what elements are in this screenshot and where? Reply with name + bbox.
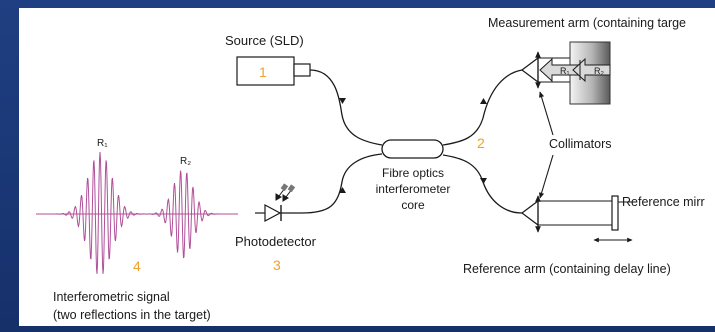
measurement-collimator <box>521 51 541 89</box>
peak-r2-label: R₂ <box>180 156 191 167</box>
reference-mirror <box>611 195 619 231</box>
source-label: Source (SLD) <box>225 33 304 48</box>
interferometer-core <box>381 139 444 159</box>
signal-label-line1: Interferometric signal <box>53 290 170 304</box>
measurement-arm-label: Measurement arm (containing targe <box>488 16 686 30</box>
arrow-up-icon <box>339 187 346 193</box>
photodetector <box>255 204 302 222</box>
reference-mirror-label: Reference mirr <box>622 195 705 209</box>
step-number-1: 1 <box>259 64 267 80</box>
core-label-line3: core <box>401 198 425 212</box>
core-label-line1: Fibre optics <box>382 166 444 180</box>
interferometer-diagram: Source (SLD) 1 Fibre optics interferomet… <box>36 16 705 322</box>
reference-beam <box>538 200 612 226</box>
fibre-direction-arrows <box>339 98 487 193</box>
collimator-pointers <box>539 91 554 199</box>
collimators-label: Collimators <box>549 137 612 151</box>
fibre-core-to-reference <box>442 154 523 214</box>
target-reflections <box>539 57 611 83</box>
diagram-panel: Source (SLD) 1 Fibre optics interferomet… <box>19 8 715 326</box>
fibre-source-to-core <box>309 69 383 146</box>
peak-r1-label: R₁ <box>97 138 108 149</box>
interferometric-waveform <box>36 151 238 274</box>
light-rays-icon <box>275 183 296 202</box>
arrow-down-icon <box>480 178 487 184</box>
reference-arm-label: Reference arm (containing delay line) <box>463 262 671 276</box>
target-r2-label: R₂ <box>594 66 604 76</box>
signal-label-line2: (two reflections in the target) <box>53 308 211 322</box>
photodetector-label: Photodetector <box>235 234 317 249</box>
fibre-core-to-measurement <box>442 69 523 146</box>
fibre-core-to-detector <box>301 153 383 214</box>
reference-collimator <box>521 195 541 233</box>
target-r1-label: R₁ <box>560 66 570 76</box>
arrow-down-icon <box>339 98 346 104</box>
step-number-3: 3 <box>273 257 281 273</box>
core-label-line2: interferometer <box>376 182 451 196</box>
step-number-4: 4 <box>133 258 141 274</box>
step-number-2: 2 <box>477 135 485 151</box>
arrow-up-icon <box>480 98 487 104</box>
source-sld <box>236 56 311 86</box>
